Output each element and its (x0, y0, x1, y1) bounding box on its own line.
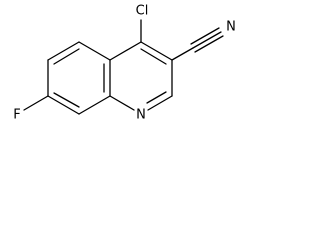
bond-c7-c8 (47, 95, 80, 115)
bond-nitrile-3 (194, 35, 224, 53)
bond-c7-c8-inner (53, 92, 80, 108)
ring-nitrogen-label: N (136, 108, 146, 123)
bond-nitrile-1 (192, 31, 222, 49)
bond-nitrile-2 (190, 27, 220, 45)
bond-c4a-c4 (109, 41, 142, 61)
molecule-structure: Cl N N F (13, 4, 236, 123)
bonds (23, 19, 224, 115)
bond-c4-c3 (140, 41, 173, 61)
bond-c6-f (23, 95, 49, 111)
bond-c8-c8a (78, 95, 111, 115)
chlorine-label: Cl (136, 4, 149, 19)
bond-c4a-c5 (78, 41, 111, 61)
bond-c5-c6 (47, 41, 80, 61)
bond-c2-n1-inner (146, 91, 167, 104)
fluorine-label: F (13, 108, 20, 123)
bond-c6-c6-inner (53, 48, 80, 65)
bond-c2-n1 (147, 95, 173, 111)
atom-labels: Cl N N F (13, 4, 236, 123)
nitrile-nitrogen-label: N (226, 20, 236, 35)
bond-n1-c8a (109, 95, 135, 111)
bond-c3-cn (171, 47, 194, 61)
bond-c4-c3-inner (140, 48, 167, 65)
